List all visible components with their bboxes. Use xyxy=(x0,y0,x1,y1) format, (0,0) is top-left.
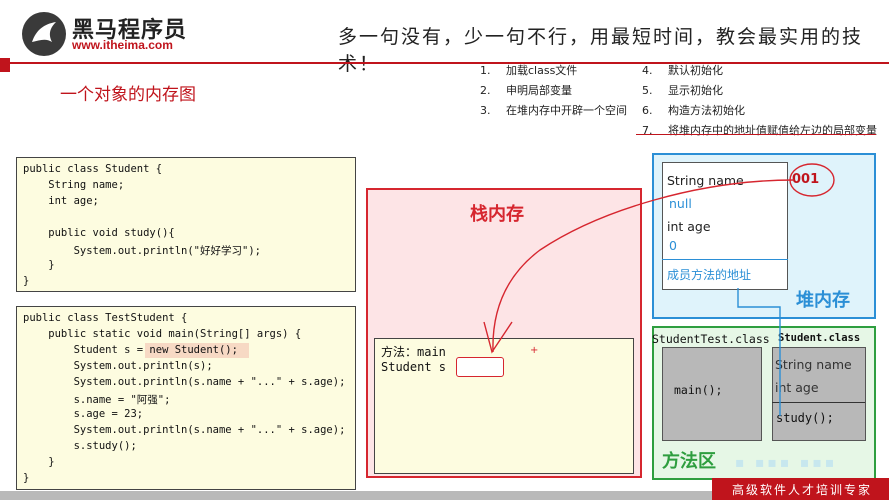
footer-text: 高级软件人才培训专家 xyxy=(732,483,873,497)
class-title-student: Student.class xyxy=(778,332,861,344)
class-field-name: String name xyxy=(775,357,852,372)
object-field-age: int age xyxy=(667,219,711,234)
page-title: 一个对象的内存图 xyxy=(60,85,196,105)
stack-frame-variable: Student s xyxy=(381,360,447,374)
watermark: ▪ ▪▪▪ ▪▪▪ xyxy=(735,455,838,471)
code-line: System.out.println(s.name + "..." + s.ag… xyxy=(23,376,346,388)
student-object xyxy=(662,162,788,290)
footer-tag xyxy=(712,478,889,500)
method-area-label: 方法区 xyxy=(662,451,716,472)
stack-memory-label: 栈内存 xyxy=(470,204,524,225)
code-line: System.out.println("好好学习"); xyxy=(23,245,261,257)
step-underline xyxy=(636,134,876,135)
code-test-class: public class TestStudent { public static… xyxy=(16,306,356,490)
code-line: String name; xyxy=(23,179,125,191)
step-item: 4.默认初始化 xyxy=(642,64,723,77)
code-line: public class TestStudent { xyxy=(23,312,188,324)
code-line: public static void main(String[] args) { xyxy=(23,328,302,340)
heap-memory-label: 堆内存 xyxy=(796,290,850,311)
class-divider xyxy=(772,402,865,403)
code-line: } xyxy=(23,472,30,484)
header-accent xyxy=(0,58,10,72)
object-field-name-value: null xyxy=(669,196,692,211)
code-line: public void study(){ xyxy=(23,227,175,239)
step-item: 7.将堆内存中的地址值赋值给左边的局部变量 xyxy=(642,124,877,137)
step-item: 2.申明局部变量 xyxy=(480,84,572,97)
footer-bar xyxy=(0,491,889,500)
class-box-student xyxy=(772,347,866,441)
class-method-main: main(); xyxy=(674,383,723,397)
brand-logo-icon xyxy=(22,12,66,56)
object-method-address: 成员方法的地址 xyxy=(667,268,752,282)
code-line: public class Student { xyxy=(23,163,163,175)
header-divider xyxy=(0,62,889,64)
code-line: s.study(); xyxy=(23,440,137,452)
highlight-new-student xyxy=(145,343,249,358)
object-field-name: String name xyxy=(667,173,744,188)
object-address: 001 xyxy=(792,172,820,187)
code-line: System.out.println(s.name + "..." + s.ag… xyxy=(23,424,346,436)
class-box-studenttest xyxy=(662,347,762,441)
step-item: 3.在堆内存中开辟一个空间 xyxy=(480,104,627,117)
code-line: s.age = 23; xyxy=(23,408,144,420)
step-item: 6.构造方法初始化 xyxy=(642,104,745,117)
code-student-class: public class Student { String name; int … xyxy=(16,157,356,292)
object-field-age-value: 0 xyxy=(669,238,677,253)
stack-frame-title: 方法：main xyxy=(381,345,446,359)
object-divider xyxy=(662,259,788,260)
step-item: 5.显示初始化 xyxy=(642,84,723,97)
step-item: 1.加载class文件 xyxy=(480,64,578,77)
class-title-studenttest: StudentTest.class xyxy=(652,332,770,346)
plus-marker: + xyxy=(530,345,539,356)
brand-name: 黑马程序员 xyxy=(72,18,188,43)
class-field-age: int age xyxy=(775,380,819,395)
class-method-study: study(); xyxy=(776,411,834,425)
code-line: Student s = new Student(); xyxy=(23,344,238,356)
code-line: } xyxy=(23,456,55,468)
main-stack-frame xyxy=(374,338,634,474)
code-line: } xyxy=(23,259,55,271)
code-line: System.out.println(s); xyxy=(23,360,213,372)
variable-value-slot xyxy=(456,357,504,377)
code-line: s.name = "阿强"; xyxy=(23,394,171,406)
brand-url: www.itheima.com xyxy=(72,38,173,52)
code-line: } xyxy=(23,275,30,287)
slogan: 多一句没有，少一句不行，用最短时间，教会最实用的技术！ xyxy=(338,26,864,75)
code-line: int age; xyxy=(23,195,99,207)
